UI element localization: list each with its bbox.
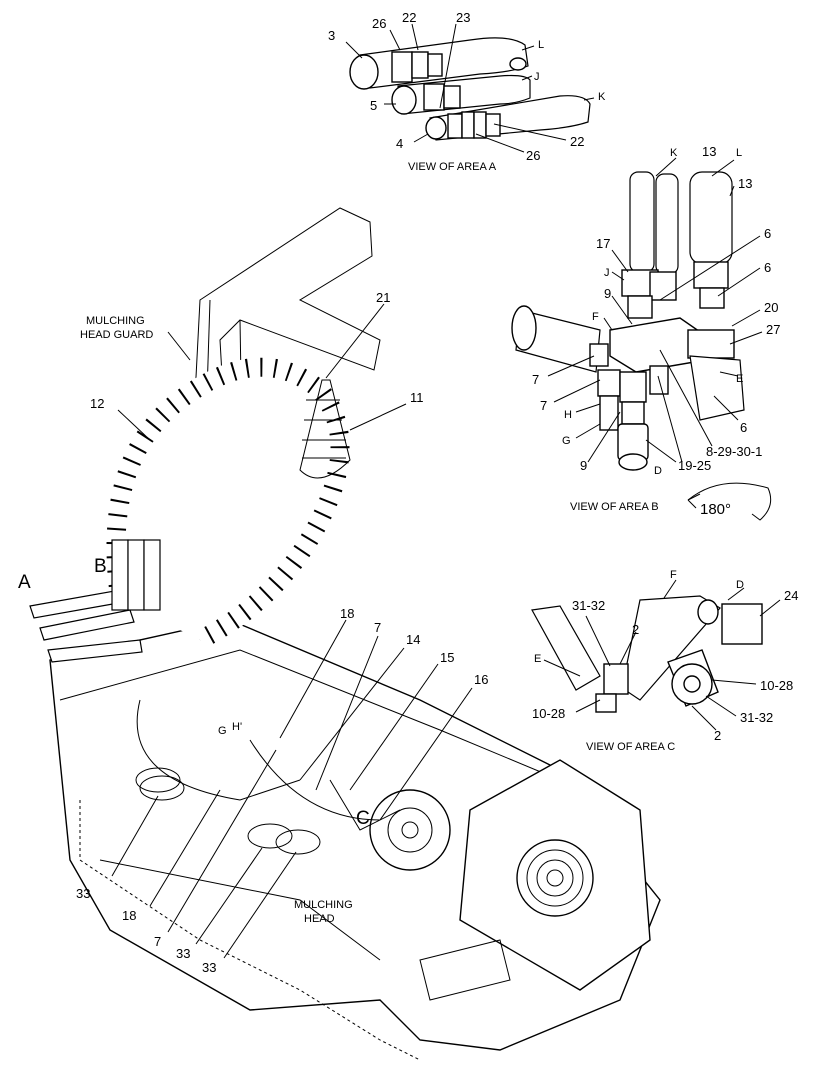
callout-b-6: 6: [764, 226, 771, 241]
callout-b-13: 13: [702, 144, 716, 159]
label-mulching-head-1: MULCHING: [294, 899, 353, 911]
callout-J: J: [534, 71, 540, 83]
callout-L: L: [538, 39, 544, 51]
callout-33b: 33: [176, 946, 190, 961]
view-area-a: VIEW OF AREA A: [345, 23, 595, 173]
callout-18b: 18: [122, 908, 136, 923]
callout-b-J: J: [604, 267, 610, 279]
view-area-b-caption: VIEW OF AREA B: [570, 501, 659, 513]
callout-c-2b: 2: [714, 728, 721, 743]
callout-21: 21: [376, 290, 390, 305]
callout-c-24: 24: [784, 588, 798, 603]
callout-b-6c: 6: [740, 420, 747, 435]
mulching-head-assembly: [29, 207, 661, 1061]
callout-b-13b: 13: [738, 176, 752, 191]
view-area-c-caption: VIEW OF AREA C: [586, 741, 675, 753]
callout-22b: 22: [570, 134, 584, 149]
label-mulching-head-guard-2: HEAD GUARD: [80, 329, 153, 341]
callout-c-10-28b: 10-28: [532, 706, 565, 721]
view-area-b: VIEW OF AREA B 180°: [511, 157, 772, 521]
callout-22: 22: [402, 10, 416, 25]
callout-b-L: L: [736, 147, 742, 159]
callout-b-7: 7: [532, 372, 539, 387]
callout-16: 16: [474, 672, 488, 687]
callout-33: 33: [76, 886, 90, 901]
label-mulching-head-guard-1: MULCHING: [86, 315, 145, 327]
callout-26: 26: [372, 16, 386, 31]
callout-5: 5: [370, 98, 377, 113]
callout-b-6b: 6: [764, 260, 771, 275]
callout-15: 15: [440, 650, 454, 665]
labels: 3 26 22 23 L J 5 K 4 22 26 K 13 L 13 6 1…: [18, 10, 798, 975]
callout-b-G: G: [562, 435, 571, 447]
callout-b-9b: 9: [580, 458, 587, 473]
callout-K: K: [598, 91, 606, 103]
callout-18: 18: [340, 606, 354, 621]
rotation-arrow-icon: [687, 482, 772, 521]
callout-33c: 33: [202, 960, 216, 975]
callout-c-31-32: 31-32: [572, 598, 605, 613]
view-area-c: VIEW OF AREA C: [531, 579, 781, 753]
area-letter-c: C: [356, 808, 370, 829]
callout-7: 7: [374, 620, 381, 635]
callout-11: 11: [410, 390, 424, 405]
callout-b-27: 27: [766, 322, 780, 337]
callout-b-E: E: [736, 373, 743, 385]
callout-b-17: 17: [596, 236, 610, 251]
callout-c-E: E: [534, 653, 541, 665]
area-letter-b: B: [94, 556, 107, 577]
area-letter-a: A: [18, 572, 31, 593]
view-area-a-caption: VIEW OF AREA A: [408, 161, 497, 173]
callout-m-H: H': [232, 721, 242, 733]
callout-c-31-32b: 31-32: [740, 710, 773, 725]
callout-7b: 7: [154, 934, 161, 949]
callout-b-H: H: [564, 409, 572, 421]
callout-4: 4: [396, 136, 403, 151]
callout-26b: 26: [526, 148, 540, 163]
callout-b-K: K: [670, 147, 678, 159]
label-mulching-head-2: HEAD: [304, 913, 335, 925]
callout-c-2: 2: [632, 622, 639, 637]
callout-m-G: G: [218, 725, 227, 737]
callout-b-D: D: [654, 465, 662, 477]
rotation-label: 180°: [700, 501, 731, 518]
callout-b-F: F: [592, 311, 599, 323]
callout-b-19-25: 19-25: [678, 458, 711, 473]
callout-b-20: 20: [764, 300, 778, 315]
callout-3: 3: [328, 28, 335, 43]
callout-b-8-29-30-1: 8-29-30-1: [706, 444, 762, 459]
callout-c-F: F: [670, 569, 677, 581]
callout-12: 12: [90, 396, 104, 411]
callout-14: 14: [406, 632, 420, 647]
callout-c-D: D: [736, 579, 744, 591]
callout-23: 23: [456, 10, 470, 25]
callout-c-10-28: 10-28: [760, 678, 793, 693]
callout-b-9: 9: [604, 286, 611, 301]
callout-b-7b: 7: [540, 398, 547, 413]
